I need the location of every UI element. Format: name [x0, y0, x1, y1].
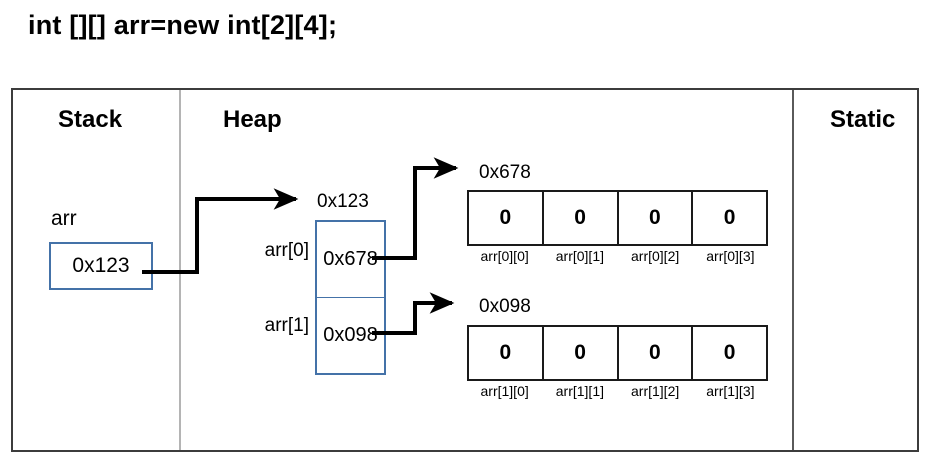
array-0-cell-2: 0 [619, 192, 694, 244]
heap-pointer-cell-arr1: 0x098 [323, 323, 378, 346]
array-1-row: 0 0 0 0 [467, 325, 768, 381]
array-1-caption-0: arr[1][0] [480, 383, 529, 399]
array-1-caption-row: arr[1][0] arr[1][1] arr[1][2] arr[1][3] [467, 383, 768, 405]
array-0-cell-1: 0 [544, 192, 619, 244]
static-panel: Static [794, 90, 921, 450]
array-0-cell-3: 0 [723, 206, 736, 229]
page-title: int [][] arr=new int[2][4]; [28, 10, 338, 40]
array-0-caption-row: arr[0][0] arr[0][1] arr[0][2] arr[0][3] [467, 248, 768, 270]
array-0-caption-3: arr[0][3] [706, 248, 755, 264]
array-0-caption-1: arr[0][1] [555, 248, 604, 264]
array-1-caption-3: arr[1][3] [706, 383, 755, 399]
array-1-cell-3: 0 [723, 341, 736, 364]
array-0-row: 0 0 0 0 [467, 190, 768, 246]
heap-panel-title: Heap [223, 106, 282, 133]
heap-row-label-arr1: arr[1] [264, 315, 309, 336]
array-1-cell-2: 0 [619, 327, 694, 379]
heap-panel: Heap 0x123 arr[0] arr[1] 0x678 0x098 0x6… [181, 90, 792, 450]
stack-value-box: 0x123 [49, 242, 153, 290]
array-1-cell-1: 0 [544, 327, 619, 379]
array-1-caption-1: arr[1][1] [555, 383, 604, 399]
array-1-address-label: 0x098 [479, 296, 531, 317]
stack-variable-label: arr [51, 207, 77, 230]
heap-pointer-address-label: 0x123 [317, 191, 369, 212]
divider-heap-static [792, 90, 794, 450]
stack-panel: Stack arr 0x123 [13, 90, 179, 450]
array-0-cell-0: 0 [469, 192, 544, 244]
heap-pointer-cell-arr0: 0x678 [317, 222, 384, 298]
heap-pointer-block: 0x678 0x098 [315, 220, 386, 375]
memory-diagram-frame: Stack arr 0x123 Heap 0x123 arr[0] arr[1]… [11, 88, 919, 452]
array-0-caption-2: arr[0][2] [631, 248, 680, 264]
array-1-caption-2: arr[1][2] [631, 383, 680, 399]
heap-row-label-arr0: arr[0] [264, 240, 309, 261]
static-panel-title: Static [830, 106, 896, 133]
stack-panel-title: Stack [58, 106, 123, 133]
array-0-caption-0: arr[0][0] [480, 248, 529, 264]
array-1-cell-0: 0 [469, 327, 544, 379]
array-0-address-label: 0x678 [479, 162, 531, 183]
